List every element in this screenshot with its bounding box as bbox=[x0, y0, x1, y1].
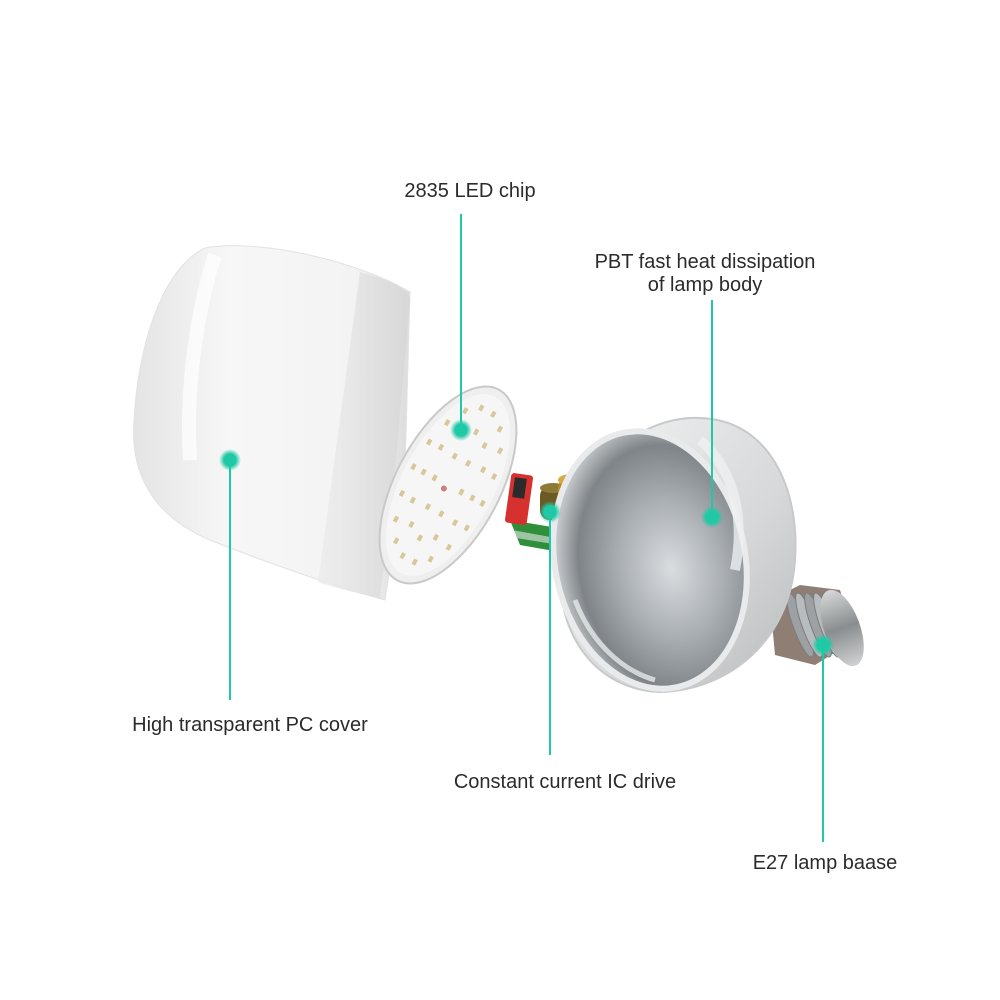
label-lamp-body: PBT fast heat dissipation of lamp body bbox=[560, 251, 850, 297]
label-led-chip: 2835 LED chip bbox=[404, 180, 536, 202]
led-chip-dot bbox=[469, 494, 476, 502]
led-board-illustration bbox=[378, 385, 518, 585]
marker-pc-cover bbox=[219, 449, 241, 471]
led-chip-dot bbox=[398, 489, 406, 498]
label-lamp-body-line1: PBT fast heat dissipation bbox=[594, 251, 816, 273]
led-chip-dot bbox=[464, 459, 472, 467]
led-chip-dot bbox=[451, 519, 459, 527]
marker-lamp-base bbox=[812, 634, 834, 656]
callout-markers bbox=[219, 419, 834, 656]
led-chip-dot bbox=[408, 520, 415, 528]
label-lamp-body-line2: of lamp body bbox=[647, 274, 763, 296]
led-chip-dot bbox=[392, 515, 400, 523]
label-lamp-base: E27 lamp baase bbox=[752, 852, 898, 874]
label-pc-cover: High transparent PC cover bbox=[132, 714, 368, 736]
led-chip-dot bbox=[480, 466, 487, 474]
led-chip-dot bbox=[409, 496, 416, 504]
label-ic-drive: Constant current IC drive bbox=[453, 771, 677, 793]
led-chip-dot bbox=[416, 534, 424, 542]
led-chip-dot bbox=[432, 533, 439, 541]
led-chip-dot bbox=[410, 463, 417, 471]
led-chip-dot bbox=[496, 447, 504, 455]
led-chip-dot bbox=[399, 552, 406, 560]
led-chip-dot bbox=[478, 404, 485, 412]
led-chip-dot bbox=[496, 425, 503, 433]
led-chip-dot bbox=[444, 419, 451, 427]
callout-lines bbox=[229, 214, 824, 842]
marker-led-chip bbox=[450, 419, 472, 441]
led-chip-dot bbox=[431, 474, 438, 482]
led-chip-dot bbox=[420, 468, 427, 476]
led-chip-dot bbox=[463, 524, 470, 532]
lamp-body-illustration bbox=[550, 416, 797, 694]
led-chip-dot bbox=[424, 503, 432, 511]
led-chip-dot bbox=[426, 438, 433, 446]
led-chip-dot bbox=[437, 443, 445, 451]
led-chip-dot bbox=[462, 407, 469, 415]
led-chip-dot bbox=[472, 428, 480, 436]
marker-ic-drive bbox=[539, 501, 561, 523]
led-chip-dot bbox=[490, 472, 498, 481]
led-chip-dot bbox=[445, 543, 452, 551]
led-chip-dot bbox=[490, 410, 497, 418]
pc-cover-illustration bbox=[133, 245, 411, 601]
led-chip-dot bbox=[481, 442, 488, 450]
led-chip-dot bbox=[451, 452, 458, 460]
marker-lamp-body bbox=[701, 506, 723, 528]
led-chip-dot bbox=[427, 555, 434, 563]
led-chip-dot bbox=[458, 488, 465, 496]
led-chip-dot bbox=[479, 499, 486, 507]
led-chip-dot bbox=[438, 510, 445, 518]
led-chip-dot bbox=[411, 558, 418, 566]
led-chip-dot bbox=[393, 537, 400, 545]
